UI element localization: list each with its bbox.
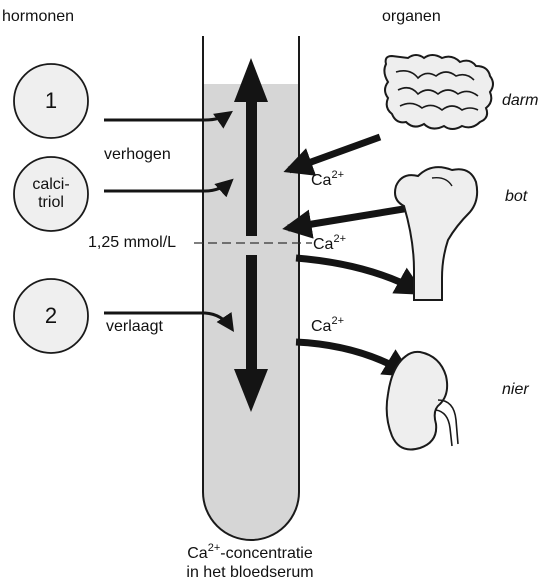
blood-to-kidney-arrow — [296, 342, 408, 374]
arrow-down-shaft — [246, 255, 257, 372]
organ-label-intestine: darm — [502, 92, 538, 110]
caption-line-2: in het bloedserum — [0, 564, 500, 582]
caption-line-1: Ca2+-concentratie — [0, 545, 500, 563]
increase-label: verhogen — [104, 146, 171, 164]
organ-label-kidney: nier — [502, 381, 529, 399]
threshold-label: 1,25 mmol/L — [88, 234, 176, 252]
arrow-up-shaft — [246, 100, 257, 236]
arrow-up-head — [234, 58, 268, 102]
hormone-calcitriol-label: calci- triol — [14, 157, 88, 231]
decrease-label: verlaagt — [106, 318, 163, 336]
bone-icon — [395, 167, 477, 300]
hormone-1-label: 1 — [14, 64, 88, 138]
kidney-icon — [387, 352, 458, 450]
intestine-to-blood-arrow — [289, 137, 380, 170]
blood-to-bone-arrow — [296, 258, 420, 292]
ca-label-bone: Ca2+ — [313, 236, 346, 254]
organ-label-bone: bot — [505, 188, 527, 206]
intestine-icon — [384, 55, 493, 129]
ca-label-kidney: Ca2+ — [311, 318, 344, 336]
organs-header: organen — [382, 8, 441, 26]
ca-label-intestine: Ca2+ — [311, 172, 344, 190]
hormones-header: hormonen — [2, 8, 74, 26]
hormone-2-label: 2 — [14, 279, 88, 353]
